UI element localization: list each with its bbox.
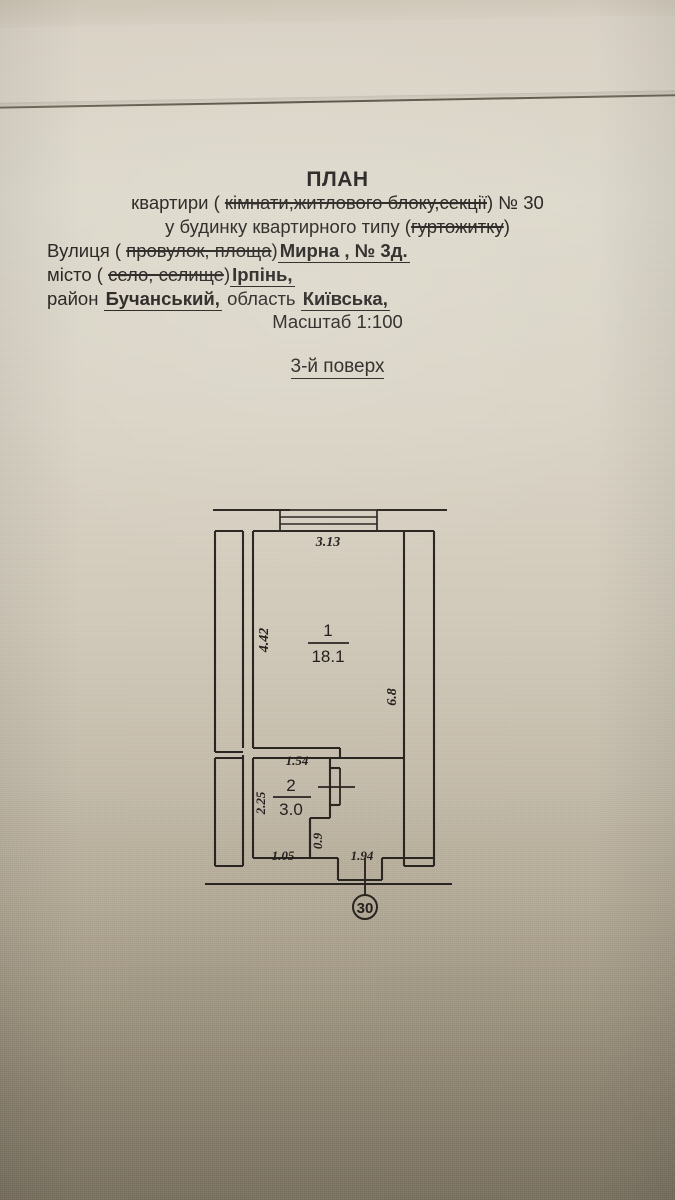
dimension-room1-left: 4.42 xyxy=(257,628,272,654)
room-2-area: 3.0 xyxy=(279,800,303,819)
apartment-line: квартири ( кімнати,житлового блоку,секці… xyxy=(0,192,675,214)
region-label: область xyxy=(227,288,296,309)
street-line: Вулиця ( провулок, площа)Мирна , № 3д. xyxy=(47,240,410,263)
apartment-struck-text: кімнати,житлового блоку,секції xyxy=(224,192,487,213)
city-struck-text: село, селище xyxy=(108,264,224,285)
street-value: Мирна , № 3д. xyxy=(277,240,410,263)
street-label: Вулиця ( xyxy=(47,240,127,261)
street-struck-text: провулок, площа xyxy=(126,240,272,261)
region-value: Київська, xyxy=(300,288,390,311)
door-marker-number: 30 xyxy=(357,900,374,917)
floor-line: 3-й поверх xyxy=(0,356,675,379)
building-struck-text: гуртожитку xyxy=(410,216,504,237)
building-suffix: ) xyxy=(503,216,510,237)
room-1-area: 18.1 xyxy=(311,647,344,666)
dimension-bottom-right: 1.94 xyxy=(351,848,374,863)
district-value: Бучанський, xyxy=(103,288,222,311)
district-label: район xyxy=(47,288,99,309)
city-paren: ) xyxy=(223,264,231,285)
room-1-number: 1 xyxy=(323,621,332,640)
page-title: ПЛАН xyxy=(306,168,369,191)
city-label: місто ( xyxy=(47,264,109,285)
dimension-room1-top: 3.13 xyxy=(315,535,341,550)
building-prefix: у будинку квартирного типу ( xyxy=(165,216,411,237)
dimension-right-overall: 6.8 xyxy=(385,688,400,706)
street-paren: ) xyxy=(271,240,278,261)
dimension-room2-bottom: 1.05 xyxy=(272,848,295,863)
scale-line: Масштаб 1:100 xyxy=(272,311,403,332)
building-line: у будинку квартирного типу (гуртожитку) xyxy=(0,216,675,238)
floor-value: 3-й поверх xyxy=(290,356,385,379)
apartment-prefix: квартири ( xyxy=(131,192,225,213)
dimension-corridor-width: 0.9 xyxy=(310,832,325,849)
room-2-number: 2 xyxy=(286,776,295,795)
district-line: район Бучанський, область Київська, xyxy=(47,288,390,311)
city-line: місто ( село, селище)Ірпінь, xyxy=(47,264,295,287)
apartment-suffix: ) № 30 xyxy=(486,192,544,213)
dimension-room2-left: 2.25 xyxy=(253,791,268,815)
dimension-room2-top: 1.54 xyxy=(286,753,309,768)
city-value: Ірпінь, xyxy=(230,264,295,287)
